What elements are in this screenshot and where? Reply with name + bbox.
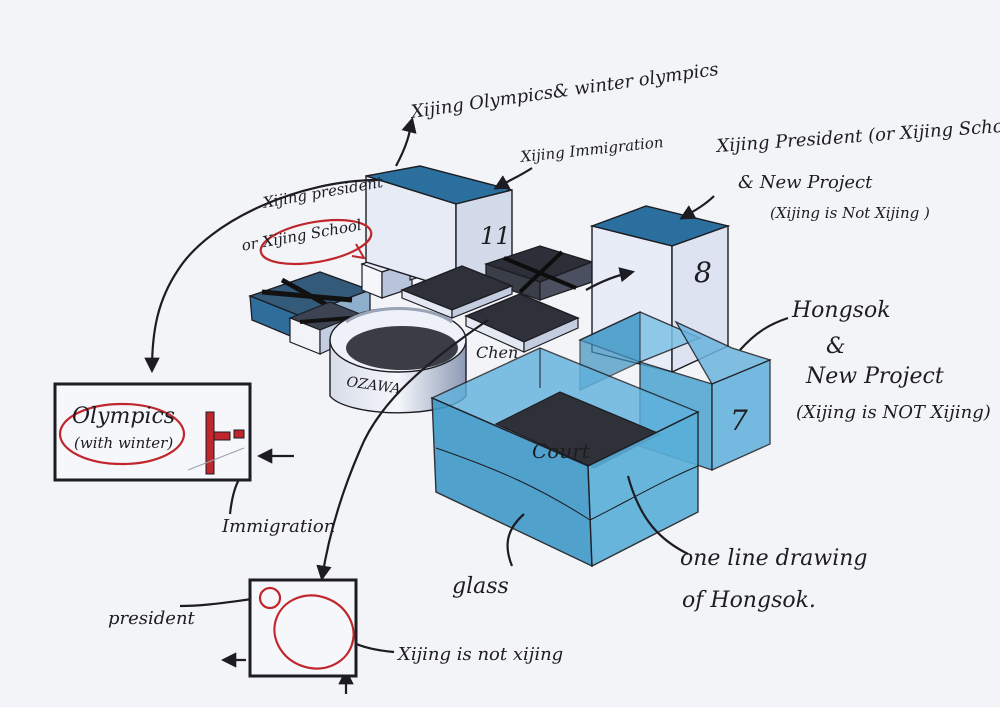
label-olympics-box: Olympics <box>72 404 176 429</box>
president-plan-box <box>248 578 358 678</box>
tower-11-number: 11 <box>480 222 511 250</box>
olympics-plan-box <box>53 382 252 482</box>
court-glass-box <box>430 347 700 568</box>
label-glass: glass <box>452 574 509 599</box>
chen-label: Chen <box>476 343 518 362</box>
label-or: or <box>240 234 260 255</box>
label-one-line-1: one line drawing <box>680 546 868 571</box>
label-new-project-top: & New Project <box>738 172 873 193</box>
label-new-project-right: New Project <box>806 364 944 389</box>
label-one-line-2: of Hongsok. <box>682 588 816 613</box>
block-7-number: 7 <box>730 404 748 437</box>
label-hongsok: Hongsok <box>792 298 891 323</box>
court-label: Court <box>532 439 591 463</box>
label-xijing-not-top: (Xijing is Not Xijing ) <box>770 204 930 222</box>
label-amp: & <box>826 334 846 359</box>
ozawa-label: OZAWA <box>345 374 401 397</box>
xijing-school-highlight <box>259 218 373 266</box>
dark-crossed-block <box>483 245 594 301</box>
tower-11 <box>365 165 513 292</box>
label-xijing-not-right: (Xijing is NOT Xijing) <box>796 402 991 423</box>
label-xijing-not-bottom: Xijing is not xijing <box>398 644 564 665</box>
label-with-winter: (with winter) <box>74 434 174 452</box>
dark-platform-back <box>400 265 514 319</box>
label-immigration-bottom: Immigration <box>222 516 336 537</box>
ozawa-cylinder <box>329 307 467 414</box>
tower-8-number: 8 <box>694 256 712 289</box>
label-president-bottom: president <box>108 608 195 629</box>
